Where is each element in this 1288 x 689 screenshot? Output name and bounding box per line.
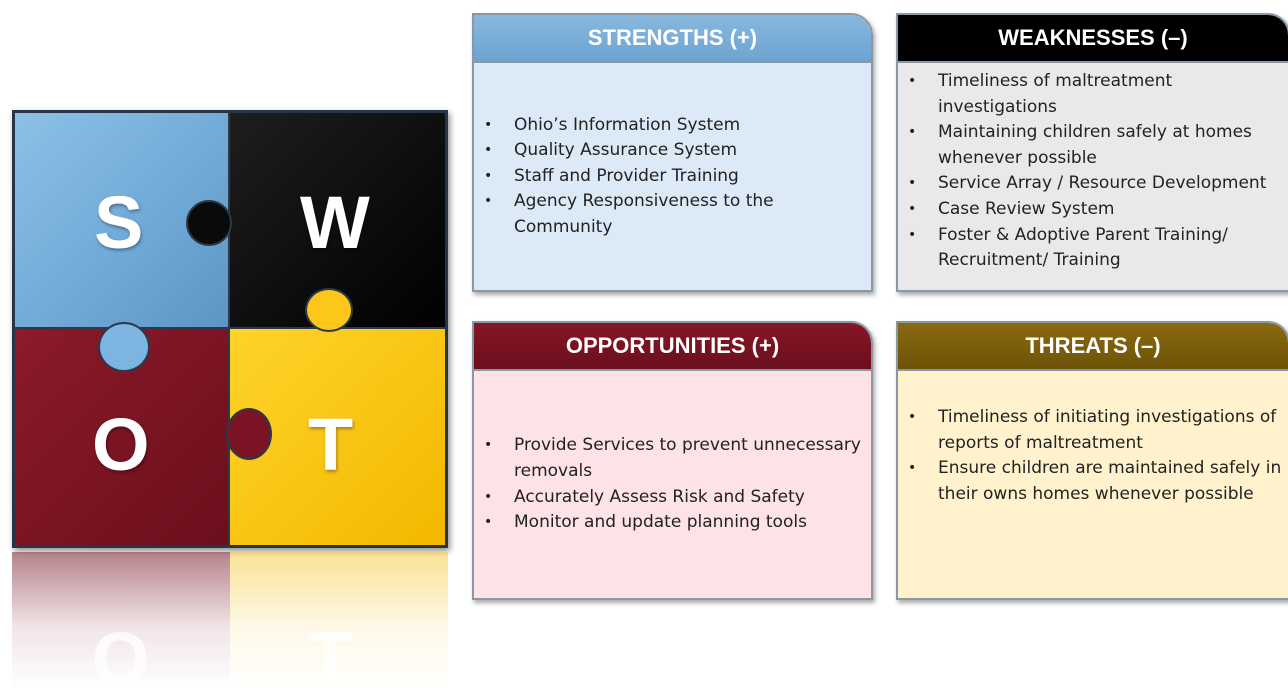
strengths-title: STRENGTHS (+) <box>474 15 871 63</box>
puzzle-letter-o: O <box>92 403 150 486</box>
opportunities-title: OPPORTUNITIES (+) <box>474 323 871 371</box>
opportunities-item: Monitor and update planning tools <box>484 510 865 536</box>
strengths-list: Ohio’s Information System Quality Assura… <box>484 113 865 241</box>
opportunities-body: Provide Services to prevent unnecessary … <box>474 371 871 598</box>
puzzle-letter-w: W <box>300 181 370 264</box>
weaknesses-list: Timeliness of maltreatment investigation… <box>908 69 1282 274</box>
threats-item: Timeliness of initiating investigations … <box>908 405 1282 456</box>
puzzle-reflection: O T <box>12 552 448 689</box>
weaknesses-title: WEAKNESSES (–) <box>898 15 1288 63</box>
opportunities-item: Provide Services to prevent unnecessary … <box>484 433 865 484</box>
strengths-item: Ohio’s Information System <box>484 113 865 139</box>
puzzle-letter-t: T <box>308 403 354 486</box>
weaknesses-item: Foster & Adoptive Parent Training/ Recru… <box>908 223 1282 274</box>
threats-list: Timeliness of initiating investigations … <box>908 405 1282 507</box>
weaknesses-box: WEAKNESSES (–) Timeliness of maltreatmen… <box>896 13 1288 292</box>
swot-puzzle <box>12 110 448 548</box>
opportunities-list: Provide Services to prevent unnecessary … <box>484 433 865 535</box>
threats-body: Timeliness of initiating investigations … <box>898 371 1288 598</box>
weaknesses-item: Service Array / Resource Development <box>908 171 1282 197</box>
threats-box: THREATS (–) Timeliness of initiating inv… <box>896 321 1288 600</box>
reflection-letter-o: O <box>92 617 150 689</box>
weaknesses-item: Maintaining children safely at homes whe… <box>908 120 1282 171</box>
strengths-body: Ohio’s Information System Quality Assura… <box>474 63 871 290</box>
strengths-item: Agency Responsiveness to the Community <box>484 189 865 240</box>
threats-item: Ensure children are maintained safely in… <box>908 456 1282 507</box>
reflection-t <box>230 552 448 689</box>
reflection-o <box>12 552 230 689</box>
weaknesses-body: Timeliness of maltreatment investigation… <box>898 63 1288 290</box>
puzzle-knob-w <box>186 200 232 246</box>
strengths-item: Staff and Provider Training <box>484 164 865 190</box>
weaknesses-item: Timeliness of maltreatment investigation… <box>908 69 1282 120</box>
strengths-box: STRENGTHS (+) Ohio’s Information System … <box>472 13 873 292</box>
reflection-letter-t: T <box>308 617 354 689</box>
puzzle-knob-t <box>305 288 353 332</box>
opportunities-item: Accurately Assess Risk and Safety <box>484 485 865 511</box>
puzzle-knob-o <box>226 408 272 460</box>
weaknesses-item: Case Review System <box>908 197 1282 223</box>
puzzle-letter-s: S <box>94 181 144 264</box>
opportunities-box: OPPORTUNITIES (+) Provide Services to pr… <box>472 321 873 600</box>
strengths-item: Quality Assurance System <box>484 138 865 164</box>
threats-title: THREATS (–) <box>898 323 1288 371</box>
puzzle-knob-s <box>98 322 150 372</box>
